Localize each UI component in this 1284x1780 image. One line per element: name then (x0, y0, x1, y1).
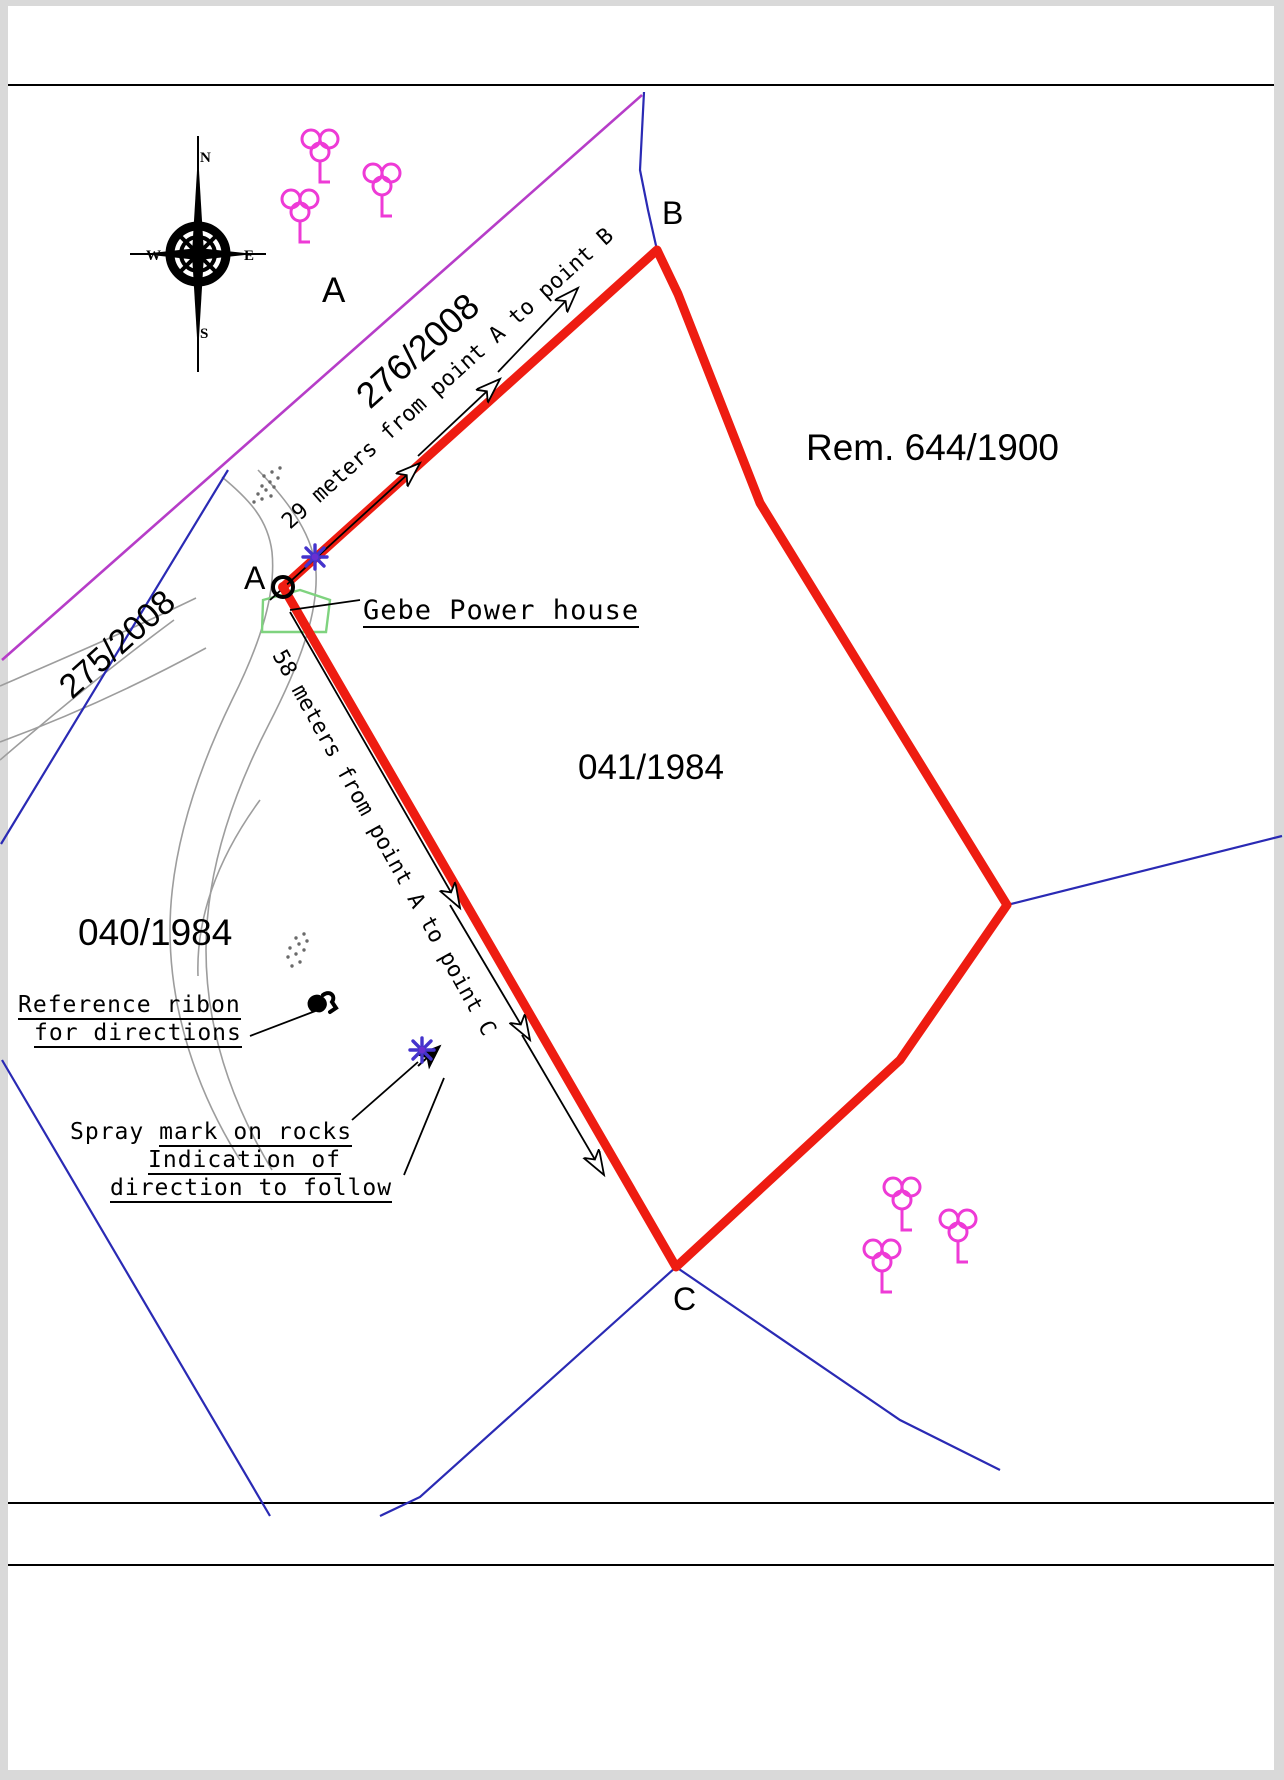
margin-top (0, 0, 1284, 6)
annotation-gebe-power-house: Gebe Power house (363, 595, 640, 628)
boundary-275-2008 (1, 94, 643, 661)
rock-stipple (252, 466, 309, 968)
leader-direction (403, 1077, 445, 1176)
dimension-arrow-a-to-b (269, 288, 578, 601)
annotation-direction-line1: Indication of (148, 1147, 342, 1175)
beacon-point-a (271, 575, 295, 599)
label-point-b: B (662, 195, 684, 231)
label-point-a: A (244, 560, 266, 596)
spray-mark-rocks (408, 1036, 436, 1064)
subject-parcel-boundary (279, 245, 1012, 1272)
annotation-reference-ribbon-line1: Reference ribon (18, 992, 241, 1020)
svg-text:N: N (200, 150, 211, 166)
label-rem-644-1900: Rem. 644/1900 (806, 427, 1060, 468)
svg-text:S: S (200, 326, 208, 342)
label-point-c: C (673, 1281, 697, 1317)
label-parcel-041-1984: 041/1984 (578, 748, 724, 787)
margin-left (0, 0, 8, 1780)
svg-text:E: E (244, 248, 254, 264)
label-275-2008: 275/2008 (52, 583, 183, 706)
reference-ribbon-symbol (307, 991, 339, 1014)
dimension-arrow-a-to-c (289, 611, 604, 1175)
spray-mark-point-a (301, 543, 329, 571)
annotation-spray-mark-prefix: Spray mark on rocks (70, 1119, 353, 1147)
compass-rose: N S E W (130, 136, 266, 372)
leader-reference-ribbon (249, 1009, 319, 1037)
svg-text:W: W (146, 248, 161, 264)
leader-power-house (289, 599, 361, 611)
annotation-direction-line2: direction to follow (110, 1175, 393, 1203)
dimension-a-to-c-text: 58 meters from point A to point C (267, 646, 501, 1040)
annotation-spray-mark-underlined: mark on rocks (159, 1119, 353, 1147)
contour-lines (0, 469, 317, 1171)
annotation-reference-ribbon-line2: for directions (34, 1020, 242, 1048)
leader-spray-mark (351, 1061, 419, 1121)
tree-symbols-group (280, 128, 978, 1294)
margin-right (1274, 0, 1284, 1780)
margin-bottom (0, 1770, 1284, 1780)
boundary-neighbour-lines (0, 91, 1283, 1517)
label-parcel-040-1984: 040/1984 (78, 912, 233, 953)
label-parcel-a: A (322, 271, 346, 310)
